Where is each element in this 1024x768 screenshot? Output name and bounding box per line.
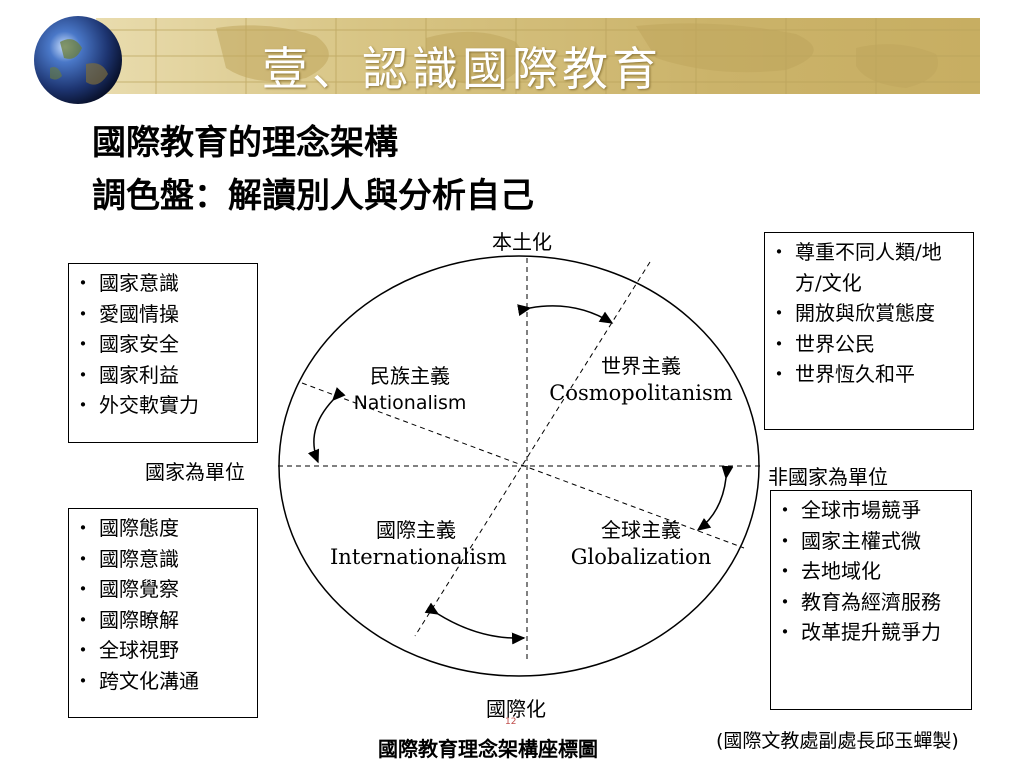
author-credit: (國際文教處副處長邱玉蟬製) — [716, 730, 959, 752]
quadrant-cosmopolitanism-zh: 世界主義 — [601, 354, 681, 378]
list-item: 改革提升競爭力 — [775, 617, 965, 648]
list-item: 國家安全 — [73, 329, 251, 360]
page-number: 12 — [505, 717, 517, 727]
quadrant-nationalism-zh: 民族主義 — [370, 364, 450, 388]
list-item: 開放與欣賞態度 — [769, 298, 967, 329]
quadrant-cosmopolitanism: 世界主義 Cosmopolitanism — [548, 352, 734, 406]
list-item: 國際態度 — [73, 513, 251, 544]
list-item: 國際瞭解 — [73, 605, 251, 636]
list-item: 愛國情操 — [73, 299, 251, 330]
list-item: 去地域化 — [775, 556, 965, 587]
quadrant-cosmopolitanism-en: Cosmopolitanism — [549, 381, 733, 405]
list-item: 跨文化溝通 — [73, 666, 251, 697]
box-globalization-traits: 全球市場競爭 國家主權式微 去地域化 教育為經濟服務 改革提升競爭力 — [770, 490, 972, 710]
arrow-left — [307, 387, 346, 464]
subtitle-line-2: 調色盤：解讀別人與分析自己 — [92, 176, 534, 216]
list-item: 國際覺察 — [73, 574, 251, 605]
list-item: 國家主權式微 — [775, 526, 965, 557]
box-nationalism-traits: 國家意識 愛國情操 國家安全 國家利益 外交軟實力 — [68, 263, 258, 443]
list-item: 外交軟實力 — [73, 390, 251, 421]
subtitle-line-1: 國際教育的理念架構 — [92, 123, 398, 163]
arrow-right — [696, 465, 734, 531]
quadrant-internationalism: 國際主義 Internationalism — [330, 516, 507, 570]
axis-label-top: 本土化 — [492, 230, 552, 254]
banner-title: 壹、認識國際教育 — [262, 44, 662, 94]
quadrant-internationalism-zh: 國際主義 — [376, 518, 456, 542]
list-item: 教育為經濟服務 — [775, 587, 965, 618]
axis-label-left: 國家為單位 — [145, 460, 245, 484]
globe-icon — [34, 16, 122, 104]
quadrant-internationalism-en: Internationalism — [330, 545, 507, 569]
quadrant-globalization-en: Globalization — [570, 545, 712, 569]
list-item: 尊重不同人類/地方/文化 — [769, 237, 967, 298]
diagonal-axis-2 — [414, 261, 651, 637]
list-item: 國家利益 — [73, 360, 251, 391]
axis-label-right: 非國家為單位 — [768, 465, 888, 489]
arrow-top — [517, 304, 614, 324]
quadrant-nationalism: 民族主義 Nationalism — [340, 362, 480, 416]
arrow-bottom — [424, 602, 526, 645]
list-item: 國家意識 — [73, 268, 251, 299]
quadrant-globalization-zh: 全球主義 — [601, 518, 681, 542]
diagram-caption: 國際教育理念架構座標圖 — [378, 737, 598, 761]
quadrant-globalization: 全球主義 Globalization — [566, 516, 716, 570]
diagonal-axis-1 — [301, 382, 745, 549]
list-item: 世界恆久和平 — [769, 359, 967, 390]
box-internationalism-traits: 國際態度 國際意識 國際覺察 國際瞭解 全球視野 跨文化溝通 — [68, 508, 258, 718]
list-item: 國際意識 — [73, 544, 251, 575]
axis-label-bottom: 國際化 — [486, 697, 546, 721]
box-cosmopolitanism-traits: 尊重不同人類/地方/文化 開放與欣賞態度 世界公民 世界恆久和平 — [764, 232, 974, 430]
list-item: 世界公民 — [769, 329, 967, 360]
world-map-background — [96, 18, 980, 94]
list-item: 全球視野 — [73, 635, 251, 666]
quadrant-nationalism-en: Nationalism — [353, 392, 467, 414]
list-item: 全球市場競爭 — [775, 495, 965, 526]
